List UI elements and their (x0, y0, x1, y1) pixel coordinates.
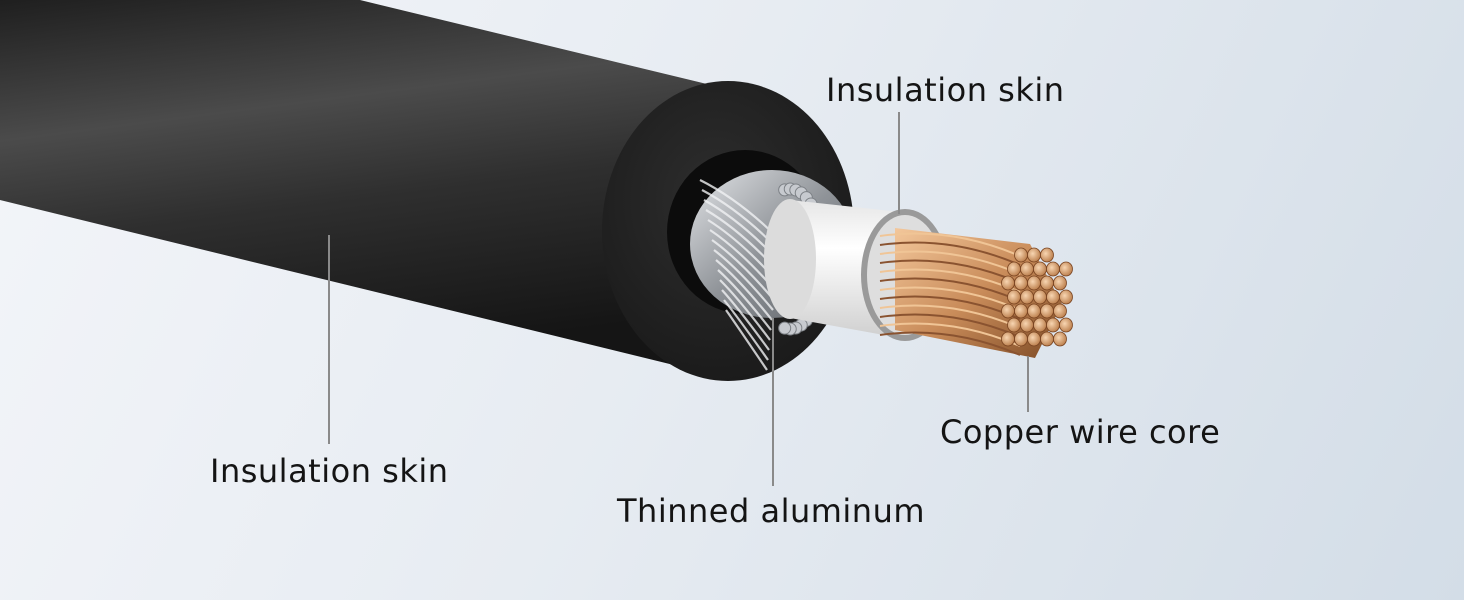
label-outer-insulation-skin: Insulation skin (210, 452, 449, 490)
outer-jacket (0, 0, 740, 380)
label-copper-wire-core: Copper wire core (940, 413, 1221, 451)
copper-core (879, 228, 1073, 358)
label-inner-insulation-skin: Insulation skin (826, 71, 1065, 109)
label-thinned-aluminum: Thinned aluminum (617, 492, 926, 530)
